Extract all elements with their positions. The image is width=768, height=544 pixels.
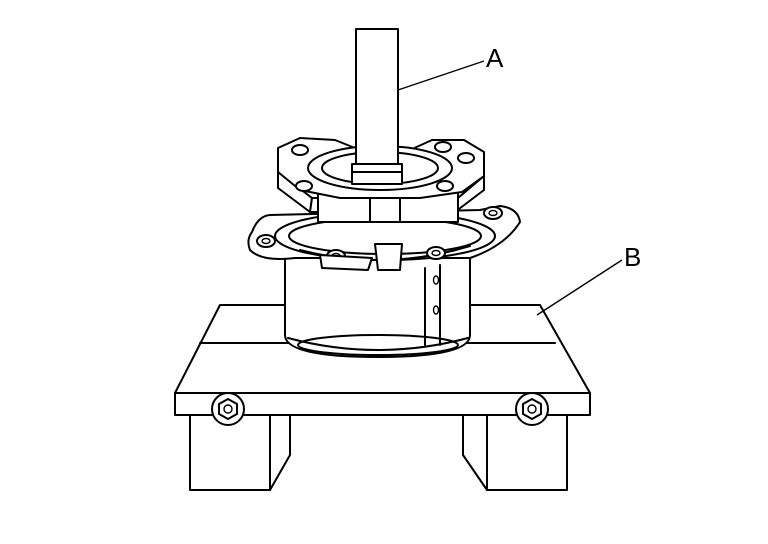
- flange-hole-3: [426, 246, 446, 260]
- adapter-hole-2: [295, 180, 313, 192]
- support-leg-left: [189, 414, 291, 491]
- leader-line-b: [536, 259, 623, 316]
- leader-line-a: [397, 60, 485, 91]
- flange-hole-4: [483, 206, 503, 220]
- adapter-hole-3: [434, 141, 452, 153]
- adapter-hole-5: [436, 180, 454, 192]
- bolt-head-left: [211, 392, 245, 426]
- sensor-hole-upper: [432, 275, 440, 285]
- bolt-head-right: [515, 392, 549, 426]
- hub-cylinder: [284, 257, 471, 358]
- callout-b: B: [536, 242, 641, 316]
- support-plate-front: [174, 392, 591, 416]
- sensor-hole-lower: [432, 305, 440, 315]
- support-leg-right: [462, 414, 568, 491]
- callout-label-a: A: [486, 43, 504, 73]
- callout-label-b: B: [624, 242, 641, 272]
- adapter-hole-1: [291, 144, 309, 156]
- callout-a: A: [397, 43, 504, 91]
- flange-hole-1: [256, 234, 276, 248]
- press-ram: [351, 28, 403, 185]
- adapter-hole-4: [457, 152, 475, 164]
